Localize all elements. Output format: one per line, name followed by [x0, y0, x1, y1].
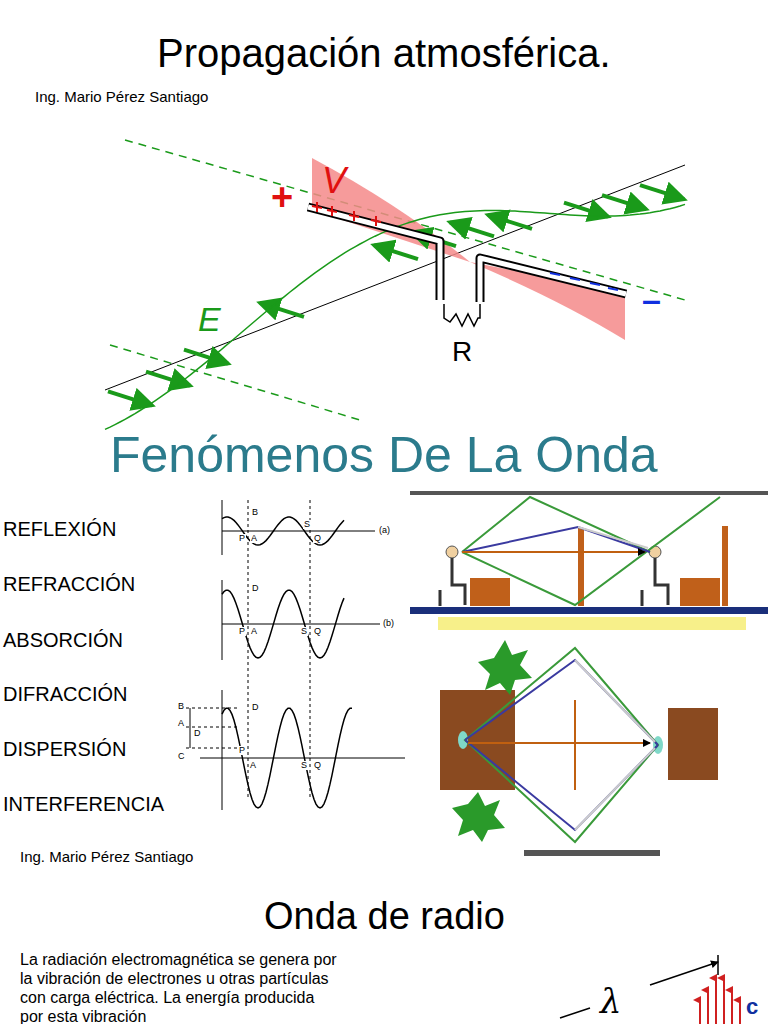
- antenna-figure: [105, 140, 685, 429]
- phenomenon-item: DISPERSIÓN: [3, 738, 126, 761]
- point-label: Q: [313, 534, 322, 543]
- slide-title: Propagación atmosférica.: [157, 30, 611, 76]
- field-curve: [105, 204, 685, 429]
- field-arrow: [715, 978, 717, 1024]
- point-label: S: [300, 627, 308, 636]
- charge-sign: –: [642, 280, 661, 319]
- plot-label: (a): [378, 526, 391, 535]
- field-arrow: [488, 215, 532, 229]
- diffraction-scene: [440, 640, 718, 856]
- wave-plots: [186, 500, 405, 810]
- charge-marks: [550, 273, 618, 290]
- antenna-arm: [308, 207, 440, 300]
- field-label: E: [198, 300, 221, 339]
- charge-marks: [312, 202, 381, 226]
- slide-panel: [0, 430, 768, 862]
- field-arrow: [374, 245, 418, 259]
- wavelength-symbol: λ: [600, 982, 622, 1021]
- antenna-arm: [480, 258, 626, 302]
- point-label: Q: [313, 761, 322, 770]
- field-arrow: [450, 222, 494, 236]
- field-arrow: [723, 978, 725, 1024]
- wavelength-figure: [560, 955, 740, 1024]
- point-label: A: [250, 627, 258, 636]
- field-arrow: [699, 1000, 701, 1024]
- point-label: P: [238, 534, 246, 543]
- antenna-arm: [480, 258, 626, 302]
- wave-curve: [222, 590, 344, 658]
- point-label: A: [249, 761, 257, 770]
- resistor-label: R: [452, 336, 472, 368]
- point-label: A: [177, 719, 185, 728]
- point-label: B: [177, 702, 185, 711]
- phenomenon-item: ABSORCIÓN: [3, 629, 123, 652]
- slide-title: Onda de radio: [264, 895, 505, 939]
- field-arrow: [260, 303, 304, 317]
- author-note: Ing. Mario Pérez Santiago: [20, 848, 193, 865]
- resistor-symbol: [444, 304, 480, 326]
- antenna-arm: [308, 207, 440, 300]
- point-label: C: [177, 752, 186, 761]
- author-note: Ing. Mario Pérez Santiago: [35, 88, 208, 105]
- charge-sign: +: [271, 176, 293, 220]
- propagation-axis: [105, 165, 685, 390]
- plot-label: (b): [382, 619, 395, 628]
- field-arrow: [108, 391, 152, 405]
- phenomenon-item: REFRACCIÓN: [3, 573, 135, 596]
- slide-title: Fenómenos De La Onda: [110, 427, 658, 485]
- point-label: D: [251, 703, 260, 712]
- point-label: D: [193, 729, 202, 738]
- point-label: S: [303, 520, 311, 529]
- edge-logo: c: [746, 994, 758, 1019]
- point-label: Q: [313, 627, 322, 636]
- point-label: P: [238, 627, 246, 636]
- field-arrow: [731, 990, 733, 1024]
- field-arrow: [146, 372, 190, 386]
- point-label: B: [251, 508, 259, 517]
- field-arrow: [707, 990, 709, 1024]
- voltage-label: V: [322, 160, 346, 201]
- dashed-guide: [125, 140, 685, 300]
- wave-curve: [222, 517, 344, 545]
- phenomenon-item: DIFRACCIÓN: [3, 683, 127, 706]
- wave-curve: [222, 708, 352, 808]
- dashed-guide: [110, 345, 360, 420]
- phenomenon-item: INTERFERENCIA: [3, 793, 164, 816]
- body-paragraph: La radiación electromagnética se genera …: [20, 950, 338, 1024]
- phenomenon-item: REFLEXIÓN: [3, 518, 116, 541]
- reflection-scene: [410, 491, 768, 630]
- point-label: A: [250, 534, 258, 543]
- point-label: D: [251, 584, 260, 593]
- field-arrow: [640, 185, 684, 199]
- field-arrow: [602, 195, 646, 209]
- point-label: S: [300, 761, 308, 770]
- field-arrow: [739, 1000, 741, 1024]
- point-label: P: [238, 746, 246, 755]
